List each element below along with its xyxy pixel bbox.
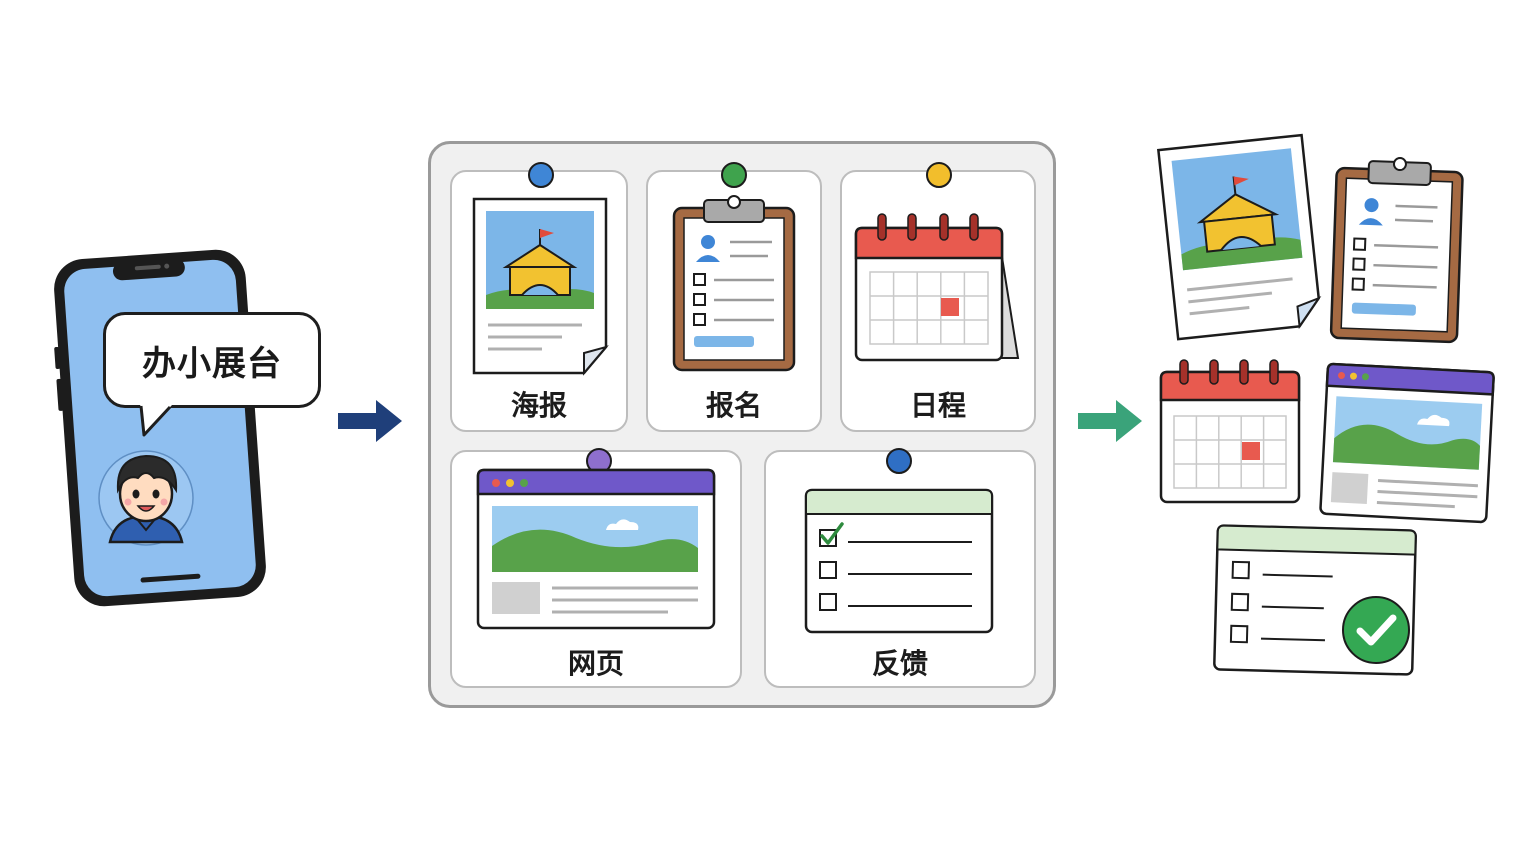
card-schedule-label: 日程 [909,389,966,422]
calendar-icon [852,212,1022,364]
card-poster-label: 海报 [510,389,567,422]
bubble-text: 办小展台 [142,343,282,384]
pin-icon [886,448,912,474]
avatar [96,444,196,548]
checklist-icon [800,488,996,638]
calendar-icon [1158,358,1302,506]
poster-icon [472,197,612,377]
webpage-icon [1318,362,1496,527]
bubble-tail [138,403,178,437]
webpage-icon [476,468,716,632]
arrow-right-icon [336,398,406,444]
pin-icon [926,162,952,188]
speech-bubble: 办小展台 [103,312,321,408]
poster-icon [1156,133,1326,344]
pin-icon [721,162,747,188]
pin-icon [528,162,554,188]
card-signup-label: 报名 [705,389,762,422]
arrow-right-icon [1076,398,1146,444]
card-feedback-label: 反馈 [871,647,928,680]
card-webpage-label: 网页 [567,647,624,680]
clipboard-icon [1329,152,1466,346]
check-badge-icon [1340,594,1412,666]
clipboard-icon [672,192,796,374]
